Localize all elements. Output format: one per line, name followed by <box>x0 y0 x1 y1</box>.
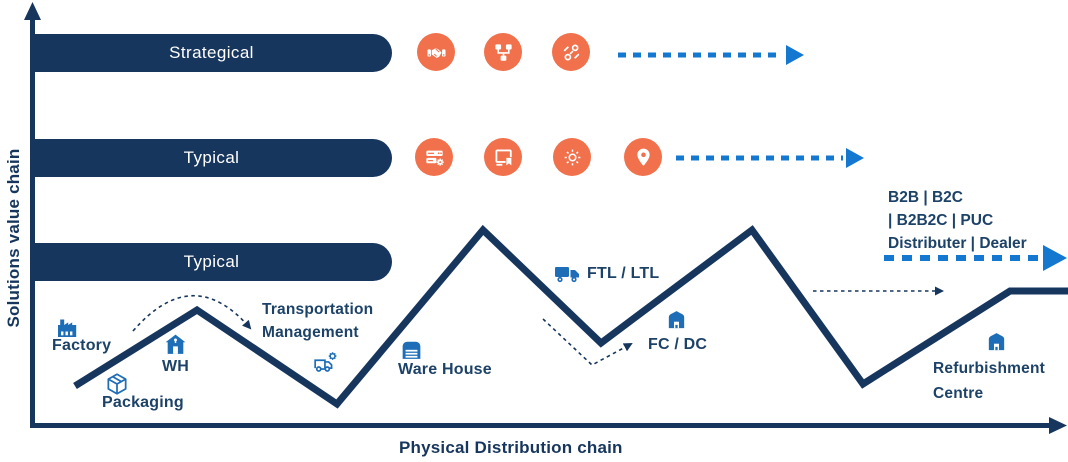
node-ftl-ltl-label: FTL / LTL <box>587 265 660 282</box>
x-axis <box>30 417 1067 434</box>
node-fc-dc-label: FC / DC <box>648 336 708 353</box>
typical-flow-arrow <box>676 148 864 168</box>
garage-door-icon <box>399 337 424 362</box>
node-refurbishment-label: Refurbishment Centre <box>933 360 1045 402</box>
node-packaging-label: Packaging <box>102 394 184 411</box>
factory-to-transport-dashed-arrow <box>132 295 252 332</box>
location-pin-icon <box>624 138 662 176</box>
row-strategical-bar: Strategical <box>31 34 392 72</box>
node-warehouse-label: Ware House <box>398 361 492 378</box>
channels-line-3: Distributer | Dealer <box>888 235 1027 252</box>
x-axis-arrow-icon <box>1049 417 1067 434</box>
warehouse-to-fcdc-dashed-arrow <box>542 318 633 366</box>
handshake-icon <box>417 33 455 71</box>
arrow-head-icon <box>846 148 864 168</box>
arrow-head-icon <box>786 45 804 65</box>
row-strategical-label: Strategical <box>169 43 254 62</box>
sun-icon <box>553 138 591 176</box>
y-axis-label: Solutions value chain <box>4 148 23 328</box>
row-typical-1-bar: Typical <box>31 139 392 177</box>
screen-bookmark-icon <box>484 138 522 176</box>
channels-text: B2B | B2C | B2B2C | PUC Distributer | De… <box>888 186 1027 255</box>
truck-gear-icon <box>312 349 339 376</box>
channels-line-2: | B2B2C | PUC <box>888 212 994 229</box>
factory-icon <box>55 316 79 340</box>
sitemap-icon <box>484 33 522 71</box>
arrow-head-icon <box>1043 245 1067 271</box>
server-gear-icon <box>415 138 453 176</box>
row-typical-2-bar: Typical <box>31 243 392 281</box>
channels-line-1: B2B | B2C <box>888 189 963 206</box>
node-factory-label: Factory <box>52 337 112 354</box>
warehouse-house-icon <box>163 332 188 357</box>
distribution-chain-line <box>73 224 1068 409</box>
node-wh-label: WH <box>162 358 190 375</box>
package-box-icon <box>104 371 130 397</box>
row-typical-2-label: Typical <box>183 252 240 271</box>
row-typical-1-label: Typical <box>183 148 240 167</box>
warehouse-barn-icon <box>985 330 1008 353</box>
route-icon <box>552 33 590 71</box>
y-axis <box>24 2 41 428</box>
warehouse-barn-icon <box>665 308 688 331</box>
y-axis-arrow-icon <box>24 2 41 20</box>
node-transportation-label: Transportation Management <box>262 301 374 341</box>
channels-flow-arrow <box>884 245 1067 271</box>
strategical-flow-arrow <box>618 45 804 65</box>
x-axis-label: Physical Distribution chain <box>399 438 623 457</box>
delivery-truck-icon <box>554 265 581 286</box>
